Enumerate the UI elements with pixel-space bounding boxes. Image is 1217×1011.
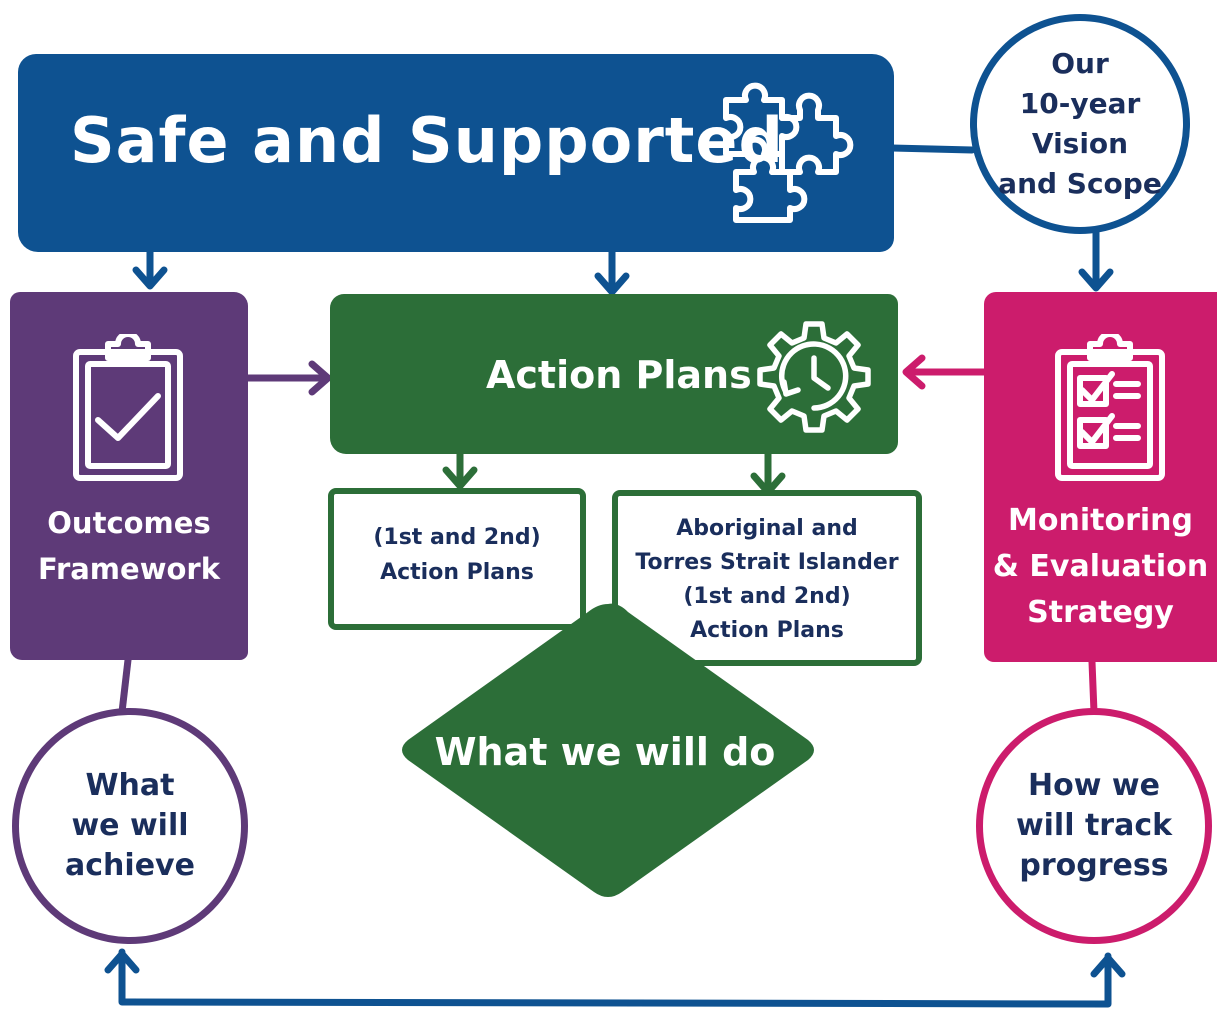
vision-label: Our 10-year Vision and Scope <box>995 44 1165 204</box>
arrow-title-action <box>594 246 630 296</box>
connector-monitoring-track <box>1088 658 1098 716</box>
sub-plan-box-2 <box>612 490 922 666</box>
achieve-circle: What we will achieve <box>12 708 248 944</box>
action-plans-label: Action Plans <box>486 353 752 397</box>
sub-plan-label-2: Aboriginal and Torres Strait Islander (1… <box>612 512 922 648</box>
sub-plan-line: (1st and 2nd) <box>683 584 851 609</box>
track-line: How we <box>1028 768 1160 803</box>
track-label: How we will track progress <box>1016 766 1172 886</box>
connector-outcomes-achieve <box>118 656 132 716</box>
track-line: will track <box>1015 808 1173 843</box>
sub-plan-line: Aboriginal and <box>676 516 858 541</box>
outcomes-line: Framework <box>37 552 220 586</box>
diamond-label: What we will do <box>434 730 776 774</box>
vision-line: and Scope <box>998 167 1162 200</box>
sub-plan-label-1: (1st and 2nd) Action Plans <box>328 520 586 590</box>
arrow-vision-monitoring <box>1078 228 1114 292</box>
monitoring-line: & Evaluation <box>992 549 1209 584</box>
outcomes-label: Outcomes Framework <box>10 500 248 592</box>
monitoring-line: Monitoring <box>1008 503 1193 538</box>
arrow-action-sub2 <box>750 450 786 496</box>
what-we-will-do-diamond <box>402 603 814 897</box>
arrow-outcomes-action <box>242 360 332 396</box>
vision-line: Vision <box>1031 127 1129 160</box>
monitoring-label: Monitoring & Evaluation Strategy <box>984 498 1217 636</box>
sub-plan-line: (1st and 2nd) <box>373 525 541 550</box>
arrow-bottom-loop <box>104 948 1126 1008</box>
arrow-monitoring-action <box>902 354 990 390</box>
arrow-title-outcomes <box>132 246 168 290</box>
clipboard-checklist-icon <box>1055 334 1165 481</box>
achieve-line: achieve <box>65 848 195 883</box>
vision-line: 10-year <box>1019 87 1141 120</box>
connector-title-vision <box>888 144 976 154</box>
puzzle-pieces-icon <box>723 82 854 223</box>
page-title: Safe and Supported <box>70 104 784 177</box>
achieve-label: What we will achieve <box>65 766 195 886</box>
gear-clock-icon <box>757 321 871 433</box>
track-progress-circle: How we will track progress <box>976 708 1212 944</box>
vision-circle: Our 10-year Vision and Scope <box>970 14 1190 234</box>
arrow-action-sub1 <box>442 450 478 490</box>
achieve-line: What <box>85 768 175 803</box>
achieve-line: we will <box>71 808 189 843</box>
sub-plan-line: Action Plans <box>380 560 534 585</box>
clipboard-check-icon <box>73 334 183 481</box>
sub-plan-line: Action Plans <box>690 618 844 643</box>
outcomes-line: Outcomes <box>47 506 211 540</box>
sub-plan-line: Torres Strait Islander <box>635 550 899 575</box>
track-line: progress <box>1019 848 1169 883</box>
vision-line: Our <box>1051 47 1109 80</box>
monitoring-line: Strategy <box>1027 595 1174 630</box>
sub-plan-box-1 <box>328 488 586 630</box>
